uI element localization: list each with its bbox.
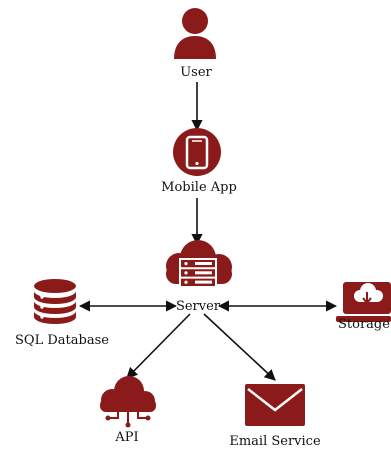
node-label-storage: Storage <box>338 317 390 332</box>
node-label-email-service: Email Service <box>229 434 321 449</box>
node-label-server: Server <box>176 299 221 314</box>
node-email-service: Email Service <box>229 384 321 449</box>
edge-server-to-email <box>203 313 276 381</box>
database-icon <box>34 279 76 324</box>
edges <box>78 82 338 381</box>
envelope-icon <box>245 384 305 426</box>
node-sql-database: SQL Database <box>15 279 109 348</box>
node-storage: Storage <box>336 282 391 332</box>
node-label-api: API <box>114 430 138 445</box>
node-mobile-app: Mobile App <box>161 128 237 195</box>
node-label-mobile-app: Mobile App <box>161 180 237 195</box>
node-user: User <box>174 8 216 80</box>
person-icon <box>174 8 216 59</box>
smartphone-icon <box>173 128 221 176</box>
cloud-server-icon <box>166 240 232 288</box>
cloud-storage-laptop-icon <box>336 282 391 322</box>
node-server: Server <box>166 240 232 314</box>
node-label-user: User <box>180 65 212 80</box>
node-label-sql-database: SQL Database <box>15 333 109 348</box>
edge-server-to-api <box>126 313 191 379</box>
cloud-network-icon <box>100 376 156 428</box>
node-api: API <box>100 376 156 445</box>
